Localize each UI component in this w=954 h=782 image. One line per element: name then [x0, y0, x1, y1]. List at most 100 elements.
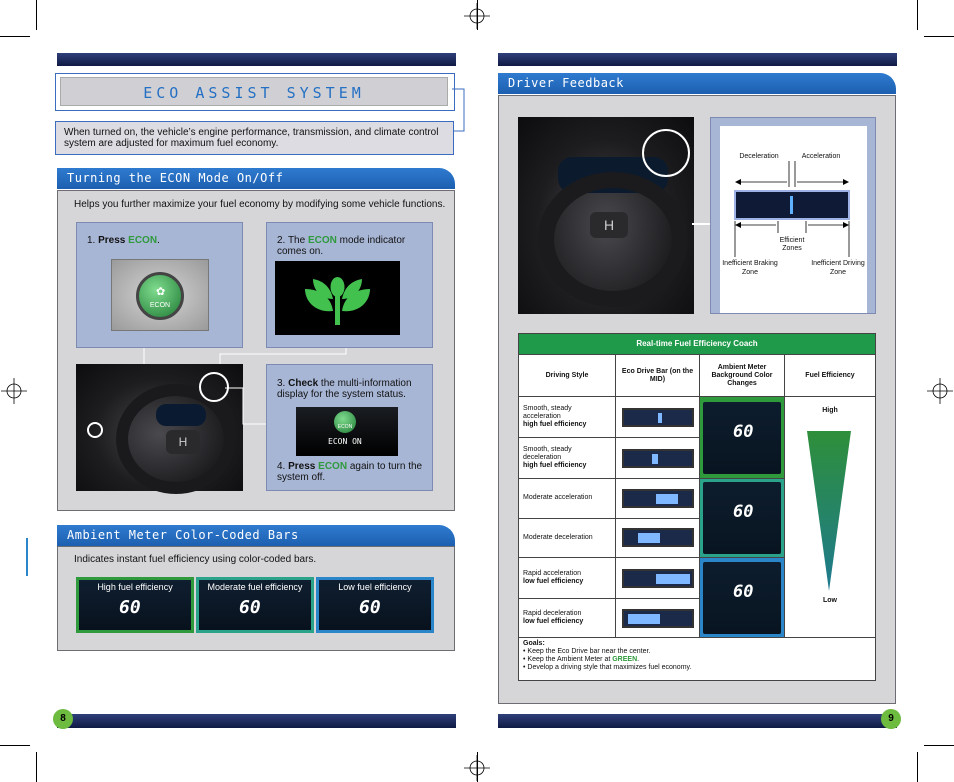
eco-bar-cell	[615, 517, 700, 558]
eco-bar-arrows	[734, 161, 850, 257]
meter-low-speed: 60	[359, 597, 381, 618]
row-style-text: Moderate acceleration	[523, 494, 593, 502]
eco-bar-graphic	[621, 407, 694, 427]
eco-bar-fill	[657, 412, 662, 423]
button-callout-circle	[87, 422, 103, 438]
step2-num: 2. The	[277, 235, 306, 246]
intro-text: When turned on, the vehicle’s engine per…	[64, 127, 439, 149]
econ-small-icon: ECON	[334, 411, 356, 433]
goal-2: • Keep the Ambient Meter at	[523, 656, 611, 663]
connector-line	[452, 88, 465, 132]
crop-mark	[924, 36, 954, 37]
inefficient-braking-label: Inefficient Braking Zone	[722, 260, 778, 276]
step4-num: 4.	[277, 461, 286, 472]
crop-mark	[0, 745, 30, 746]
goal-2-highlight: GREEN	[612, 656, 638, 663]
header-eco-drive-bar: Eco Drive Bar (on the MID)	[615, 354, 700, 397]
efficient-zones-label: Efficient Zones	[779, 237, 805, 252]
side-accent-line	[26, 538, 28, 576]
high-label: High	[822, 407, 838, 414]
registration-mark	[1, 378, 27, 404]
crop-mark	[0, 36, 30, 37]
efficiency-coach-table: Real-time Fuel Efficiency Coach Driving …	[518, 333, 876, 681]
crop-mark	[924, 745, 954, 746]
goal-2-end: .	[637, 656, 640, 663]
eco-bar-cell	[615, 557, 700, 599]
step3-bold: Check	[288, 378, 319, 389]
eco-bar-fill	[651, 453, 658, 464]
ambient-speed: 60	[733, 421, 754, 442]
econ-section-description: Helps you further maximize your fuel eco…	[74, 199, 446, 210]
crop-mark	[36, 0, 37, 30]
driver-feedback-heading: Driver Feedback	[498, 73, 896, 94]
meter-low: Low fuel efficiency 60	[316, 577, 434, 633]
econ-leaf-icon: ✿	[156, 286, 166, 298]
step3-num: 3.	[277, 378, 286, 389]
fuel-efficiency-cell: High Low	[784, 396, 876, 638]
step1-end: .	[157, 235, 160, 246]
row-style-text: Rapid deceleration	[523, 610, 582, 617]
meter-moderate-label: Moderate fuel efficiency	[207, 582, 303, 592]
row-style-text: Smooth, steady deceleration	[523, 446, 572, 461]
title-box: ECO ASSIST SYSTEM	[60, 77, 448, 106]
mid-display: ECON ECON ON	[296, 407, 398, 456]
efficiency-wedge	[807, 431, 851, 591]
registration-mark	[464, 755, 490, 781]
mid-econ-label: ECON	[328, 437, 348, 446]
meter-low-label: Low fuel efficiency	[338, 582, 412, 592]
eco-bar-cell	[615, 396, 700, 438]
honda-logo-icon: H	[166, 430, 200, 454]
low-label: Low	[823, 597, 837, 604]
step34-box: 3. Check the multi-information display f…	[266, 364, 433, 491]
row-style-bold: low fuel efficiency	[523, 618, 584, 625]
ambient-section-heading: Ambient Meter Color-Coded Bars	[57, 525, 455, 546]
steering-wheel-photo: H	[76, 364, 243, 494]
step4-rest: again to turn the system off.	[277, 461, 423, 483]
steering-wheel-rim	[538, 172, 688, 307]
step2-text: 2. The ECON mode indicator comes on.	[277, 235, 427, 257]
dashboard-photo: H	[518, 117, 694, 314]
row-style-text: Rapid acceleration	[523, 570, 581, 577]
crop-mark	[477, 0, 478, 30]
goal-3: • Develop a driving style that maximizes…	[523, 664, 692, 671]
eco-bar-graphic	[621, 608, 694, 628]
page-number-left: 8	[53, 709, 73, 729]
coach-title: Real-time Fuel Efficiency Coach	[519, 334, 875, 354]
row-style: Moderate deceleration	[518, 517, 616, 558]
coach-grid: Driving Style Eco Drive Bar (on the MID)…	[518, 354, 876, 638]
step4-bold: Press	[288, 461, 316, 472]
callout-circle	[642, 129, 690, 177]
honda-logo-icon: H	[590, 212, 628, 238]
eco-bar-graphic	[621, 568, 694, 588]
step1-bold: Press	[98, 235, 126, 246]
step2-box: 2. The ECON mode indicator comes on.	[266, 222, 433, 348]
step1-highlight: ECON	[128, 235, 158, 246]
top-navy-bar	[57, 53, 456, 66]
eco-bar-cell	[615, 598, 700, 638]
meter-moderate: Moderate fuel efficiency 60	[196, 577, 314, 633]
crop-mark	[36, 752, 37, 782]
page-title: ECO ASSIST SYSTEM	[143, 84, 365, 102]
ambient-dash-teal: 60	[703, 482, 781, 554]
row-style-bold: high fuel efficiency	[523, 462, 587, 469]
header-fuel-efficiency: Fuel Efficiency	[784, 354, 876, 397]
meter-high-label: High fuel efficiency	[97, 582, 173, 592]
ambient-teal-cell: 60	[699, 478, 785, 558]
eco-bar-fill	[627, 613, 660, 624]
goals-label: Goals:	[523, 640, 545, 647]
intro-box: When turned on, the vehicle’s engine per…	[55, 121, 454, 155]
econ-button[interactable]: ✿ ECON	[136, 272, 184, 320]
ambient-dash-blue: 60	[703, 561, 781, 634]
eco-bar-fill	[655, 573, 690, 584]
ambient-dash-green: 60	[703, 401, 781, 474]
display-callout-circle	[199, 372, 229, 402]
eco-bar-indicator	[790, 196, 793, 214]
step2-highlight: ECON	[307, 235, 337, 246]
step1-num: 1.	[87, 235, 96, 246]
crop-mark	[917, 0, 918, 30]
step1-box: 1. Press ECON. ✿ ECON	[76, 222, 243, 348]
eco-bar-cell	[615, 478, 700, 519]
mid-econ-status: ON	[352, 437, 362, 446]
